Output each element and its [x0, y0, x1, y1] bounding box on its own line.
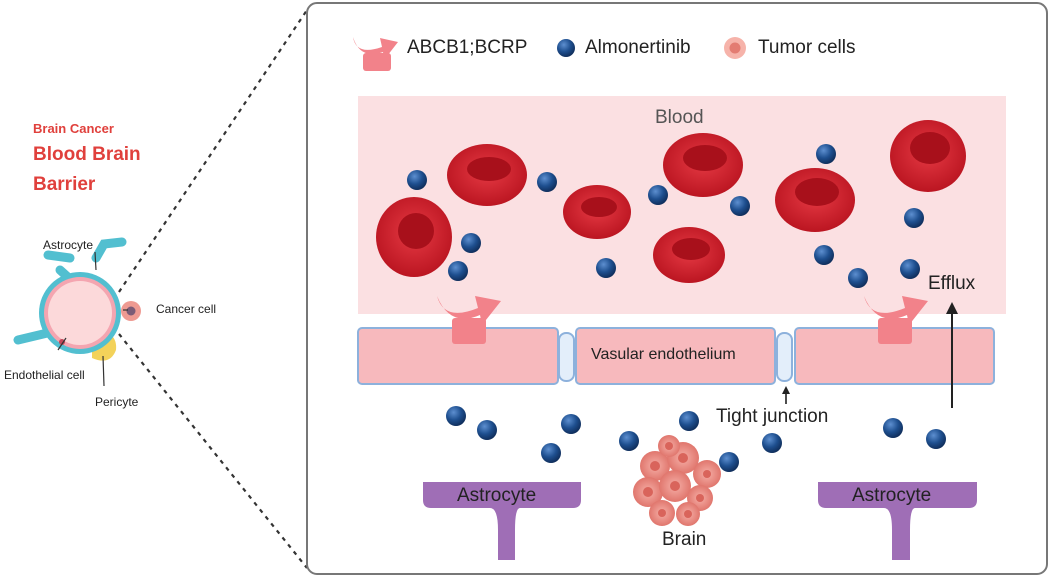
almonertinib-molecules [407, 144, 946, 472]
endothelial-cell-label: Endothelial cell [4, 368, 85, 382]
legend-drug-label: Almonertinib [585, 37, 691, 58]
vessel-lumen [48, 281, 112, 345]
red-blood-cell [775, 168, 855, 232]
blood-label: Blood [655, 107, 704, 128]
red-blood-cell [376, 197, 452, 277]
drug-molecule [762, 433, 782, 453]
drug-molecule [816, 144, 836, 164]
drug-molecule [537, 172, 557, 192]
tumor-legend-icon [724, 37, 746, 59]
astrocyte-label-left: Astrocyte [457, 485, 537, 506]
bbb-title-line2: Barrier [33, 174, 96, 195]
pericyte-label: Pericyte [95, 395, 139, 409]
cancer-cell-label: Cancer cell [156, 302, 217, 316]
drug-molecule [900, 259, 920, 279]
drug-molecule [596, 258, 616, 278]
brain-label: Brain [662, 529, 707, 550]
drug-molecule [730, 196, 750, 216]
legend-tumor-label: Tumor cells [758, 37, 856, 58]
drug-molecule [904, 208, 924, 228]
red-blood-cell [563, 185, 631, 239]
efflux-arrow [946, 302, 958, 408]
drug-molecule [561, 414, 581, 434]
red-blood-cell [447, 144, 527, 206]
red-blood-cell [653, 227, 725, 283]
drug-molecule [926, 429, 946, 449]
vessel-cross-section [13, 237, 141, 387]
endothelial-nucleus [59, 339, 65, 345]
label-leaders [57, 251, 128, 387]
drug-legend-icon [557, 39, 575, 57]
drug-molecule [461, 233, 481, 253]
efflux-label: Efflux [928, 273, 976, 294]
tight-junction-label: Tight junction [716, 406, 829, 427]
tight-junction-left [558, 332, 575, 382]
drug-molecule [883, 418, 903, 438]
vascular-endothelium [357, 327, 995, 385]
astrocyte-right [818, 482, 977, 560]
red-blood-cells [376, 120, 966, 283]
drug-molecule [446, 406, 466, 426]
bbb-title-line1: Blood Brain [33, 144, 141, 165]
transporter-legend-icon [353, 37, 398, 71]
drug-molecule [679, 411, 699, 431]
drug-molecule [648, 185, 668, 205]
drug-molecule [407, 170, 427, 190]
transporter-left [437, 296, 501, 344]
zoom-lines [118, 9, 308, 569]
drug-molecule [848, 268, 868, 288]
red-blood-cell [890, 120, 966, 192]
drug-molecule [814, 245, 834, 265]
drug-molecule [619, 431, 639, 451]
tight-junction-right [776, 332, 793, 382]
red-blood-cell [663, 133, 743, 197]
drug-molecule [448, 261, 468, 281]
drug-molecule [477, 420, 497, 440]
tight-junction-pointer [782, 386, 790, 404]
astrocyte-label-left-panel: Astrocyte [43, 238, 94, 252]
drug-molecule [719, 452, 739, 472]
endothelial-cell-middle [575, 327, 776, 385]
drug-molecule [541, 443, 561, 463]
brain-cancer-subtitle: Brain Cancer [33, 121, 114, 136]
cancer-cell-nucleus [126, 306, 136, 316]
astrocyte-left [423, 482, 581, 560]
transporter-right [864, 296, 928, 344]
tumor-cell-cluster [633, 435, 721, 526]
endothelium-label: Vasular endothelium [591, 346, 736, 363]
astrocyte-label-right: Astrocyte [852, 485, 932, 506]
legend-transporter-label: ABCB1;BCRP [407, 37, 528, 58]
